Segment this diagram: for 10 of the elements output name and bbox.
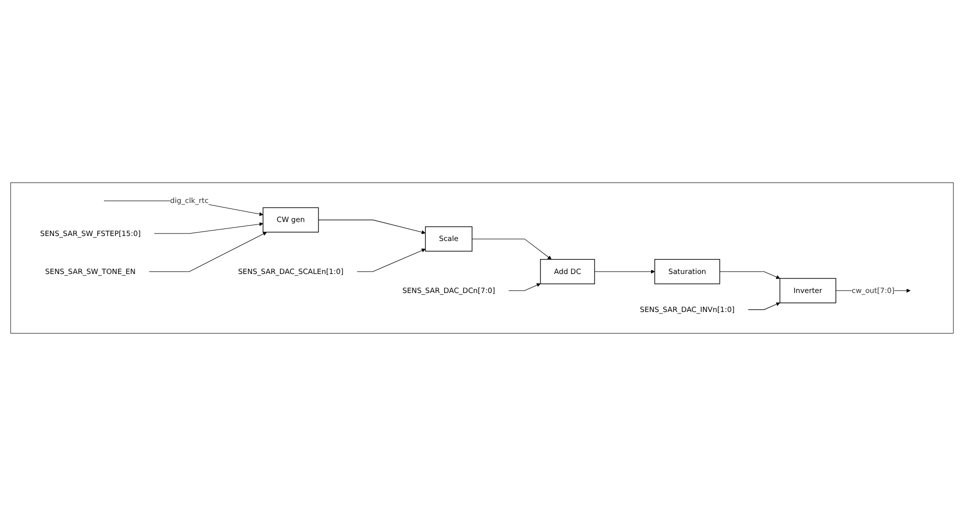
- cluster: [10, 182, 954, 334]
- arrow: [719, 271, 780, 279]
- arrow: [472, 238, 552, 260]
- arrow: [154, 222, 264, 234]
- arrow: [594, 270, 655, 274]
- arrow: [356, 248, 426, 272]
- arrow: [148, 232, 267, 272]
- arrow: [508, 283, 541, 291]
- arrow: [318, 220, 426, 234]
- arrow: [748, 302, 780, 310]
